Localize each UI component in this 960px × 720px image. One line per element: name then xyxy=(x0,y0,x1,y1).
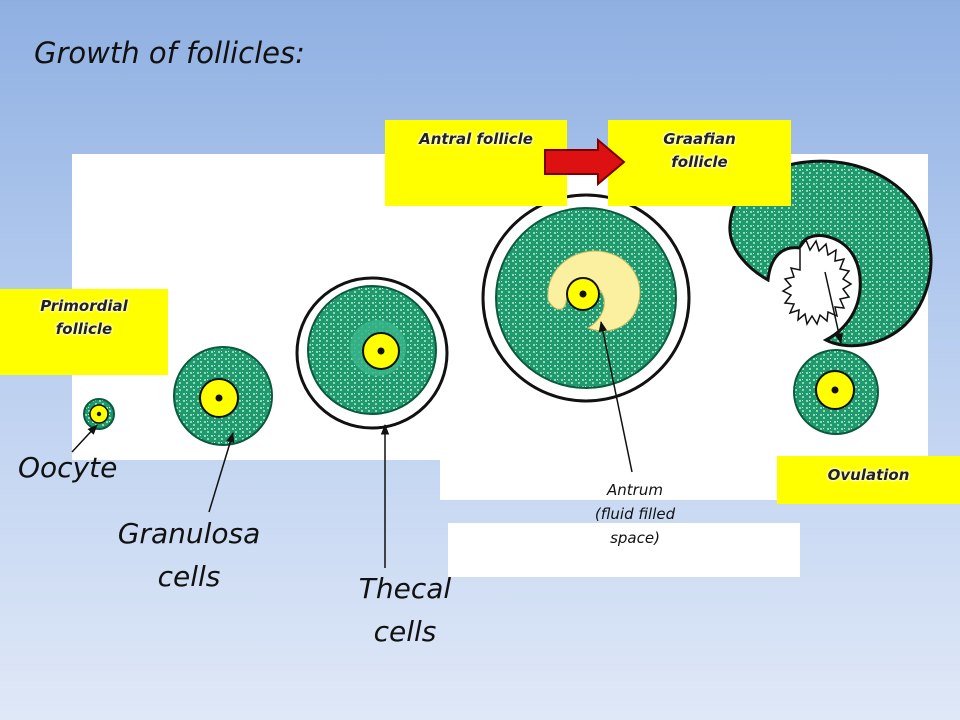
ruptured-follicle xyxy=(728,159,933,348)
primary-follicle xyxy=(173,346,273,446)
secondary-follicle xyxy=(295,276,449,430)
stage-box-antral: Antral follicle xyxy=(385,120,567,206)
stage-label-antral: Antral follicle xyxy=(419,130,533,148)
stage-box-graafian: Graafian follicle xyxy=(608,120,791,206)
granulosa-pointer xyxy=(208,431,235,513)
label-thecal-cells: Thecal cells xyxy=(358,572,452,648)
stage-box-ovulation: Ovulation xyxy=(777,456,960,504)
antral-follicle-drawing xyxy=(481,193,691,403)
label-oocyte: Oocyte xyxy=(18,451,118,484)
stage-label-graafian: Graafian follicle xyxy=(663,130,736,171)
oocyte-pointer xyxy=(71,424,98,453)
stage-box-primordial: Primordial follicle xyxy=(0,289,168,375)
label-granulosa-cells: Granulosa cells xyxy=(117,517,261,593)
released-oocyte xyxy=(793,349,879,435)
diagram-title: Growth of follicles: xyxy=(34,36,305,70)
antrum-pointer xyxy=(598,320,633,473)
label-antrum: Antrum (fluid filled space) xyxy=(594,481,676,547)
stage-label-primordial: Primordial follicle xyxy=(40,297,128,338)
stage-label-ovulation: Ovulation xyxy=(827,466,910,484)
antrum-label-panel xyxy=(448,523,800,577)
primordial-follicle xyxy=(83,398,115,430)
